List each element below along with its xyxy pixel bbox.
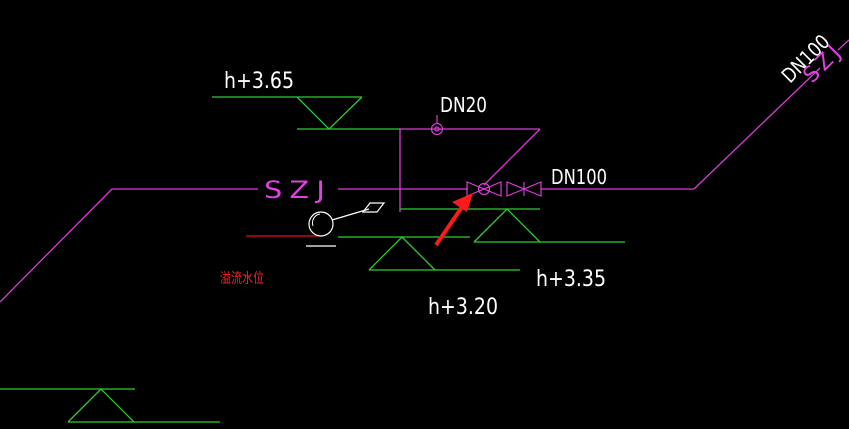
level-mark-bottom <box>0 388 220 423</box>
level-mark-365 <box>212 96 400 130</box>
gate-valve-icon <box>506 181 542 197</box>
level-label-320: h+3.20 <box>428 295 498 320</box>
level-mark-320 <box>338 236 520 271</box>
main-pipeline <box>0 39 849 303</box>
level-label-335: h+3.35 <box>536 267 606 292</box>
dn100-label: DN100 <box>551 165 607 189</box>
pointer-arrow-icon <box>434 193 473 247</box>
level-mark-335 <box>400 208 625 243</box>
small-valve-icon <box>430 115 444 136</box>
szj-pipe-label: SZJ <box>264 176 332 204</box>
dn20-branch-pipe <box>399 128 541 212</box>
dn20-label: DN20 <box>440 93 487 117</box>
gate-valve-icon <box>466 181 502 197</box>
overflow-level-note: 溢流水位 <box>220 271 264 287</box>
level-label-365: h+3.65 <box>224 69 294 94</box>
float-ball-valve-icon <box>306 202 386 247</box>
